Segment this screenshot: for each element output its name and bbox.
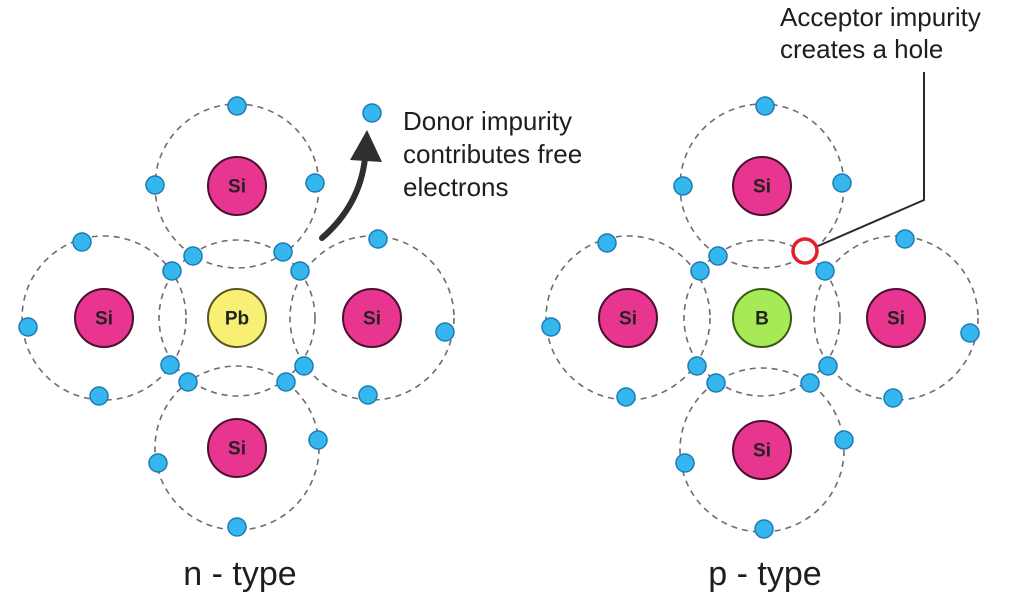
electron [148, 453, 168, 473]
electron [597, 233, 617, 253]
si-atom-left [598, 288, 658, 348]
n-type-caption: n - type [183, 555, 296, 593]
electron [183, 246, 203, 266]
si-atom-bottom-label: Si [228, 439, 246, 460]
p-type-lattice: Si Si Si Si B Acceptor impurit [541, 2, 988, 593]
electron [706, 373, 726, 393]
curved-arrow [319, 155, 368, 241]
si-atom-right [342, 288, 402, 348]
electron [960, 323, 980, 343]
si-atom-left-label: Si [95, 309, 113, 330]
si-atom-top-label: Si [228, 177, 246, 198]
electron [72, 232, 92, 252]
b-atom-center-label: B [755, 309, 769, 330]
electron [273, 242, 293, 262]
orbit-bottom-si [679, 367, 845, 533]
electron [227, 96, 247, 116]
electron [368, 229, 388, 249]
electron [708, 246, 728, 266]
electron [227, 517, 247, 537]
electron [673, 176, 693, 196]
electron [276, 372, 296, 392]
electron [754, 519, 774, 539]
electron [178, 372, 198, 392]
si-atom-right [866, 288, 926, 348]
pb-atom-center [207, 288, 267, 348]
electron [145, 175, 165, 195]
electron [755, 96, 775, 116]
electron [18, 317, 38, 337]
si-atom-right-label: Si [363, 309, 381, 330]
n-type-lattice: Si Si Si Si Pb Donor [18, 96, 589, 593]
donor-annotation: Donor impurity contributes free electron… [403, 106, 589, 202]
leader-line [817, 72, 925, 247]
electron [690, 261, 710, 281]
electron [616, 387, 636, 407]
p-type-caption: p - type [708, 555, 821, 593]
free-electron [362, 103, 382, 123]
electron [834, 430, 854, 450]
electron [358, 385, 378, 405]
electron [800, 373, 820, 393]
pb-atom-center-label: Pb [225, 309, 249, 330]
orbit-center-pb [158, 239, 316, 397]
acceptor-annotation: Acceptor impurity creates a hole [780, 2, 988, 64]
electron [541, 317, 561, 337]
electron [160, 355, 180, 375]
si-atom-right-label: Si [887, 309, 905, 330]
si-atom-top [207, 156, 267, 216]
electron [895, 229, 915, 249]
electron [435, 322, 455, 342]
si-atom-bottom [207, 418, 267, 478]
electron [305, 173, 325, 193]
orbit-left-si [545, 235, 711, 401]
electron [294, 356, 314, 376]
si-atom-left [74, 288, 134, 348]
orbit-left-si [21, 235, 187, 401]
si-atom-top-label: Si [753, 177, 771, 198]
si-atom-bottom [732, 420, 792, 480]
electron [883, 388, 903, 408]
si-atom-left-label: Si [619, 309, 637, 330]
si-atom-top [732, 156, 792, 216]
electron [308, 430, 328, 450]
electron [162, 261, 182, 281]
orbit-center-b [683, 239, 841, 397]
b-atom-center [732, 288, 792, 348]
electron [818, 356, 838, 376]
arrow-head-icon [350, 130, 382, 162]
electron [815, 261, 835, 281]
hole-marker [791, 237, 819, 265]
electron [290, 261, 310, 281]
electron [89, 386, 109, 406]
electron [675, 453, 695, 473]
electron [832, 173, 852, 193]
electron [687, 356, 707, 376]
si-atom-bottom-label: Si [753, 441, 771, 462]
